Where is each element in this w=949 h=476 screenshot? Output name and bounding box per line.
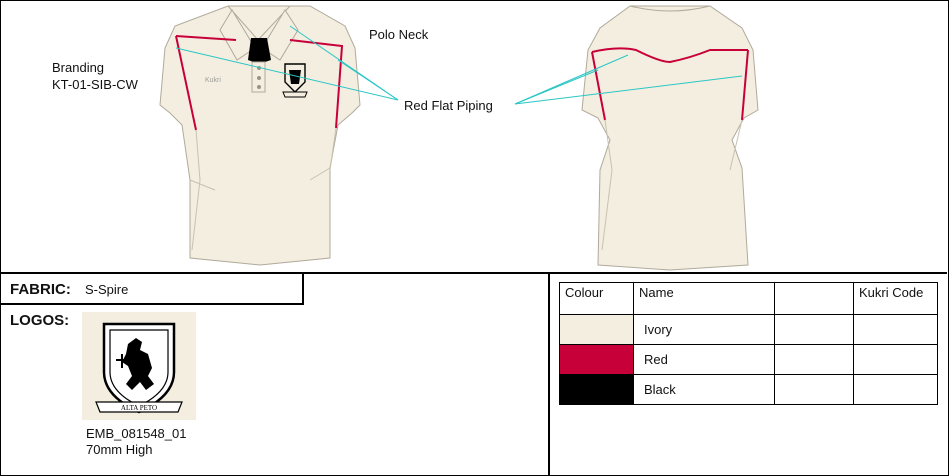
colour-name-red: Red (633, 344, 775, 375)
logo-code: EMB_081548_01 (86, 426, 187, 441)
back-shirt (581, 5, 759, 271)
swatch-black (559, 374, 634, 405)
crest-logo: ALTA PETO (95, 322, 183, 414)
fabric-label: FABRIC: (10, 281, 71, 298)
front-shirt: Kukri (159, 5, 361, 266)
colour-row-black: Black (559, 374, 938, 405)
fabric-logos-panel: FABRIC: S-Spire LOGOS: ALTA PETO EMB_081… (0, 274, 550, 475)
colour-blank-cell (774, 314, 854, 345)
swatch-red (559, 344, 634, 375)
colour-row-red: Red (559, 344, 938, 375)
colour-row-ivory: Ivory (559, 314, 938, 345)
fabric-value: S-Spire (85, 282, 129, 297)
branding-code: KT-01-SIB-CW (52, 77, 138, 92)
back-yoke-piping (591, 47, 748, 64)
logo-code-block: EMB_081548_01 70mm High (86, 426, 186, 458)
colour-table-header: Colour Name Kukri Code (559, 282, 938, 315)
colour-name-ivory: Ivory (633, 314, 775, 345)
header-name: Name (633, 282, 775, 315)
logo-tile: ALTA PETO (82, 312, 196, 420)
chest-brand-mark: Kukri (205, 77, 221, 84)
annotation-leaders (175, 25, 743, 105)
front-piping-left (175, 35, 237, 41)
garment-views-panel: Kukri Polo Neck Red Flat Piping Branding… (0, 5, 947, 274)
kukri-code-cell (853, 314, 938, 345)
colour-blank-cell (774, 374, 854, 405)
red-flat-piping-label: Red Flat Piping (404, 98, 493, 113)
front-shirt-body (159, 5, 361, 266)
kukri-code-cell (853, 344, 938, 375)
front-placket-black (248, 38, 271, 64)
polo-neck-label: Polo Neck (369, 27, 429, 42)
logos-label: LOGOS: (10, 312, 70, 329)
colour-blank-cell (774, 344, 854, 375)
branding-label: Branding (52, 60, 105, 75)
logo-size: 70mm High (86, 442, 153, 457)
fabric-row: FABRIC: S-Spire (0, 274, 304, 305)
header-colour: Colour (559, 282, 634, 315)
garment-illustration: Kukri (159, 5, 759, 271)
header-blank (774, 282, 854, 315)
back-shirt-body (581, 5, 759, 271)
kukri-code-cell (853, 374, 938, 405)
swatch-ivory (559, 314, 634, 345)
front-piping-right (289, 39, 344, 129)
crest-motto: ALTA PETO (121, 404, 157, 412)
colour-name-black: Black (633, 374, 775, 405)
colour-table: Colour Name Kukri Code Ivory Red Black (559, 282, 938, 405)
header-kukri-code: Kukri Code (853, 282, 938, 315)
